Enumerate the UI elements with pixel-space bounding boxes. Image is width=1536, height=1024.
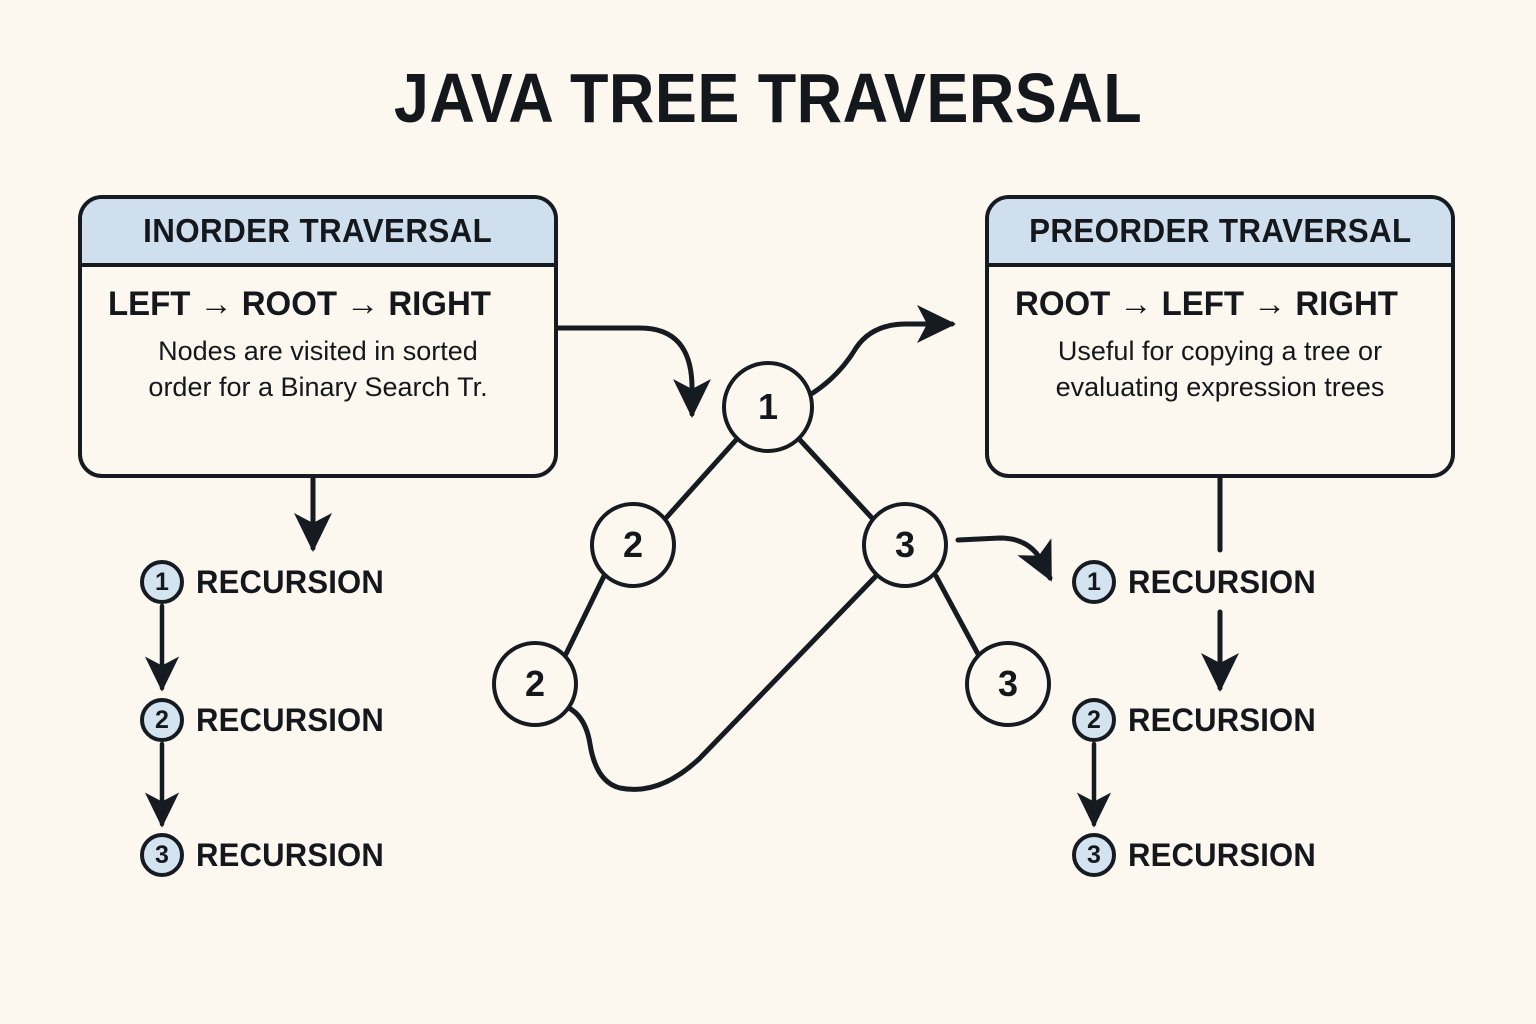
arrow-node3-to-recursion1 [955, 535, 1053, 582]
recursion-left-item-1[interactable]: 1 RECURSION [140, 560, 390, 604]
recursion-right-item-2[interactable]: 2 RECURSION [1072, 698, 1322, 742]
recursion-right-item-1[interactable]: 1 RECURSION [1072, 560, 1322, 604]
edge-right-to-leaf [933, 573, 981, 657]
card-inorder-order: LEFT → ROOT → RIGHT [108, 285, 491, 323]
recursion-left-label-1: RECURSION [196, 563, 385, 600]
recursion-right-item-3[interactable]: 3 RECURSION [1072, 833, 1322, 877]
card-preorder-header: PREORDER TRAVERSAL [989, 199, 1451, 267]
recursion-right-badge-1: 1 [1072, 560, 1116, 604]
recursion-right-label-2: RECURSION [1128, 701, 1317, 738]
arrow-tree-to-preorder [805, 305, 957, 399]
card-preorder[interactable]: PREORDER TRAVERSAL ROOT → LEFT → RIGHT U… [985, 195, 1455, 478]
recursion-right-label-3: RECURSION [1128, 836, 1317, 873]
card-preorder-header-label: PREORDER TRAVERSAL [1028, 212, 1412, 249]
card-inorder-description-line2: order for a Binary Search Tr. [148, 371, 488, 402]
card-inorder-body: LEFT → ROOT → RIGHT Nodes are visited in… [82, 267, 554, 422]
tree-node-right-leaf[interactable]: 3 [965, 641, 1051, 727]
card-inorder-description-line1: Nodes are visited in sorted [158, 336, 478, 366]
card-preorder-description-line1: Useful for copying a tree or [1057, 336, 1383, 366]
edge-left-to-leaf [563, 573, 607, 657]
card-preorder-description-line2: evaluating expression trees [1055, 371, 1385, 402]
recursion-right-badge-2: 2 [1072, 698, 1116, 742]
recursion-left-badge-3: 3 [140, 833, 184, 877]
arrow-inorder-to-tree [554, 325, 711, 419]
card-preorder-body: ROOT → LEFT → RIGHT Useful for copying a… [989, 267, 1451, 422]
recursion-left-item-3[interactable]: 3 RECURSION [140, 833, 390, 877]
recursion-left-badge-2: 2 [140, 698, 184, 742]
edge-root-to-left [663, 437, 739, 521]
edge-right-sweep-to-left-leaf [525, 573, 879, 792]
recursion-left-badge-1: 1 [140, 560, 184, 604]
tree-node-left-leaf[interactable]: 2 [492, 641, 578, 727]
recursion-left-label-2: RECURSION [196, 701, 385, 738]
recursion-left-label-3: RECURSION [196, 836, 385, 873]
tree-node-root[interactable]: 1 [722, 361, 814, 453]
tree-node-left-child[interactable]: 2 [590, 502, 676, 588]
page-title: JAVA TREE TRAVERSAL [393, 59, 1143, 137]
edge-root-to-right [797, 437, 875, 521]
tree-node-right-child[interactable]: 3 [862, 502, 948, 588]
card-inorder[interactable]: INORDER TRAVERSAL LEFT → ROOT → RIGHT No… [78, 195, 558, 478]
card-inorder-header-label: INORDER TRAVERSAL [143, 212, 493, 249]
card-inorder-header: INORDER TRAVERSAL [82, 199, 554, 267]
recursion-right-label-1: RECURSION [1128, 563, 1317, 600]
card-preorder-order: ROOT → LEFT → RIGHT [1015, 285, 1398, 323]
recursion-right-badge-3: 3 [1072, 833, 1116, 877]
recursion-left-item-2[interactable]: 2 RECURSION [140, 698, 390, 742]
